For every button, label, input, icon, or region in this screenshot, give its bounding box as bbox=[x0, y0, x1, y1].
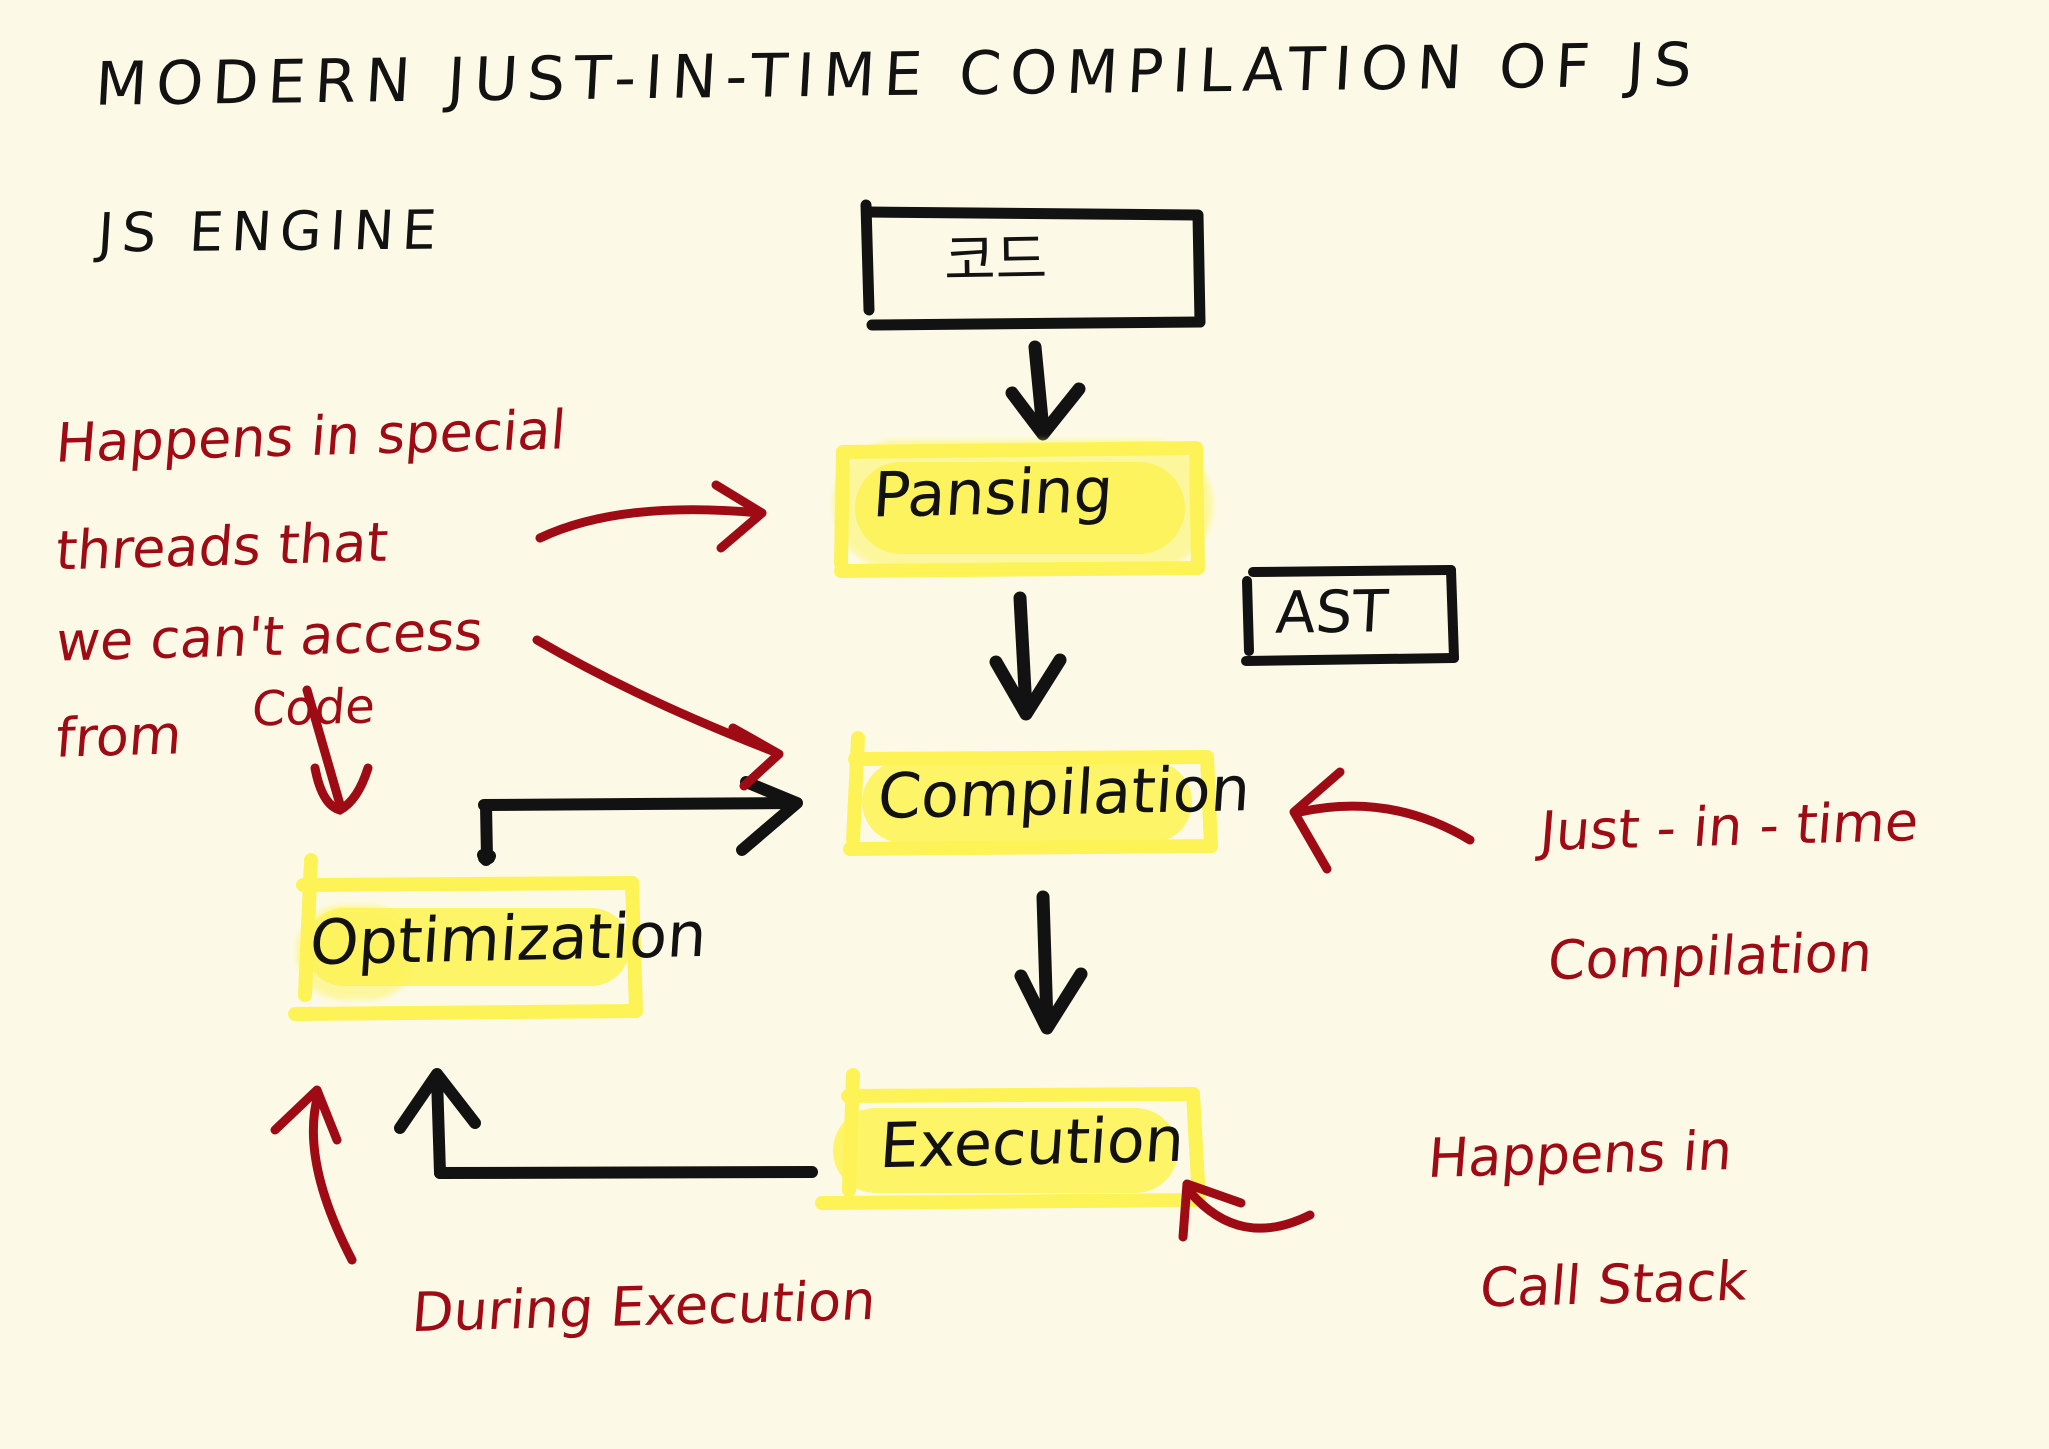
arrow-parsing-to-compilation bbox=[989, 591, 1067, 721]
arrow-code-to-parsing bbox=[1005, 340, 1086, 441]
arrow-execution-to-optimization bbox=[394, 1068, 818, 1179]
ast-box-outline bbox=[1241, 565, 1459, 666]
arrow-optimization-to-compilation bbox=[477, 776, 803, 866]
arrow-callstack-to-execution bbox=[1178, 1179, 1315, 1242]
execution-box-outline bbox=[815, 1068, 1206, 1210]
code-box-outline bbox=[860, 199, 1206, 331]
arrow-threads-to-parsing bbox=[535, 480, 767, 553]
parsing-box-outline bbox=[834, 441, 1205, 578]
optimization-box-outline bbox=[288, 853, 643, 1021]
arrow-jit-to-compilation bbox=[1289, 767, 1475, 874]
arrow-compilation-to-execution bbox=[1014, 890, 1088, 1035]
arrow-threads-to-compilation bbox=[532, 635, 784, 791]
arrow-codenote-to-optimization bbox=[302, 685, 373, 815]
arrow-during-execution-to-optimization bbox=[270, 1085, 357, 1265]
compilation-box-outline bbox=[843, 731, 1218, 856]
